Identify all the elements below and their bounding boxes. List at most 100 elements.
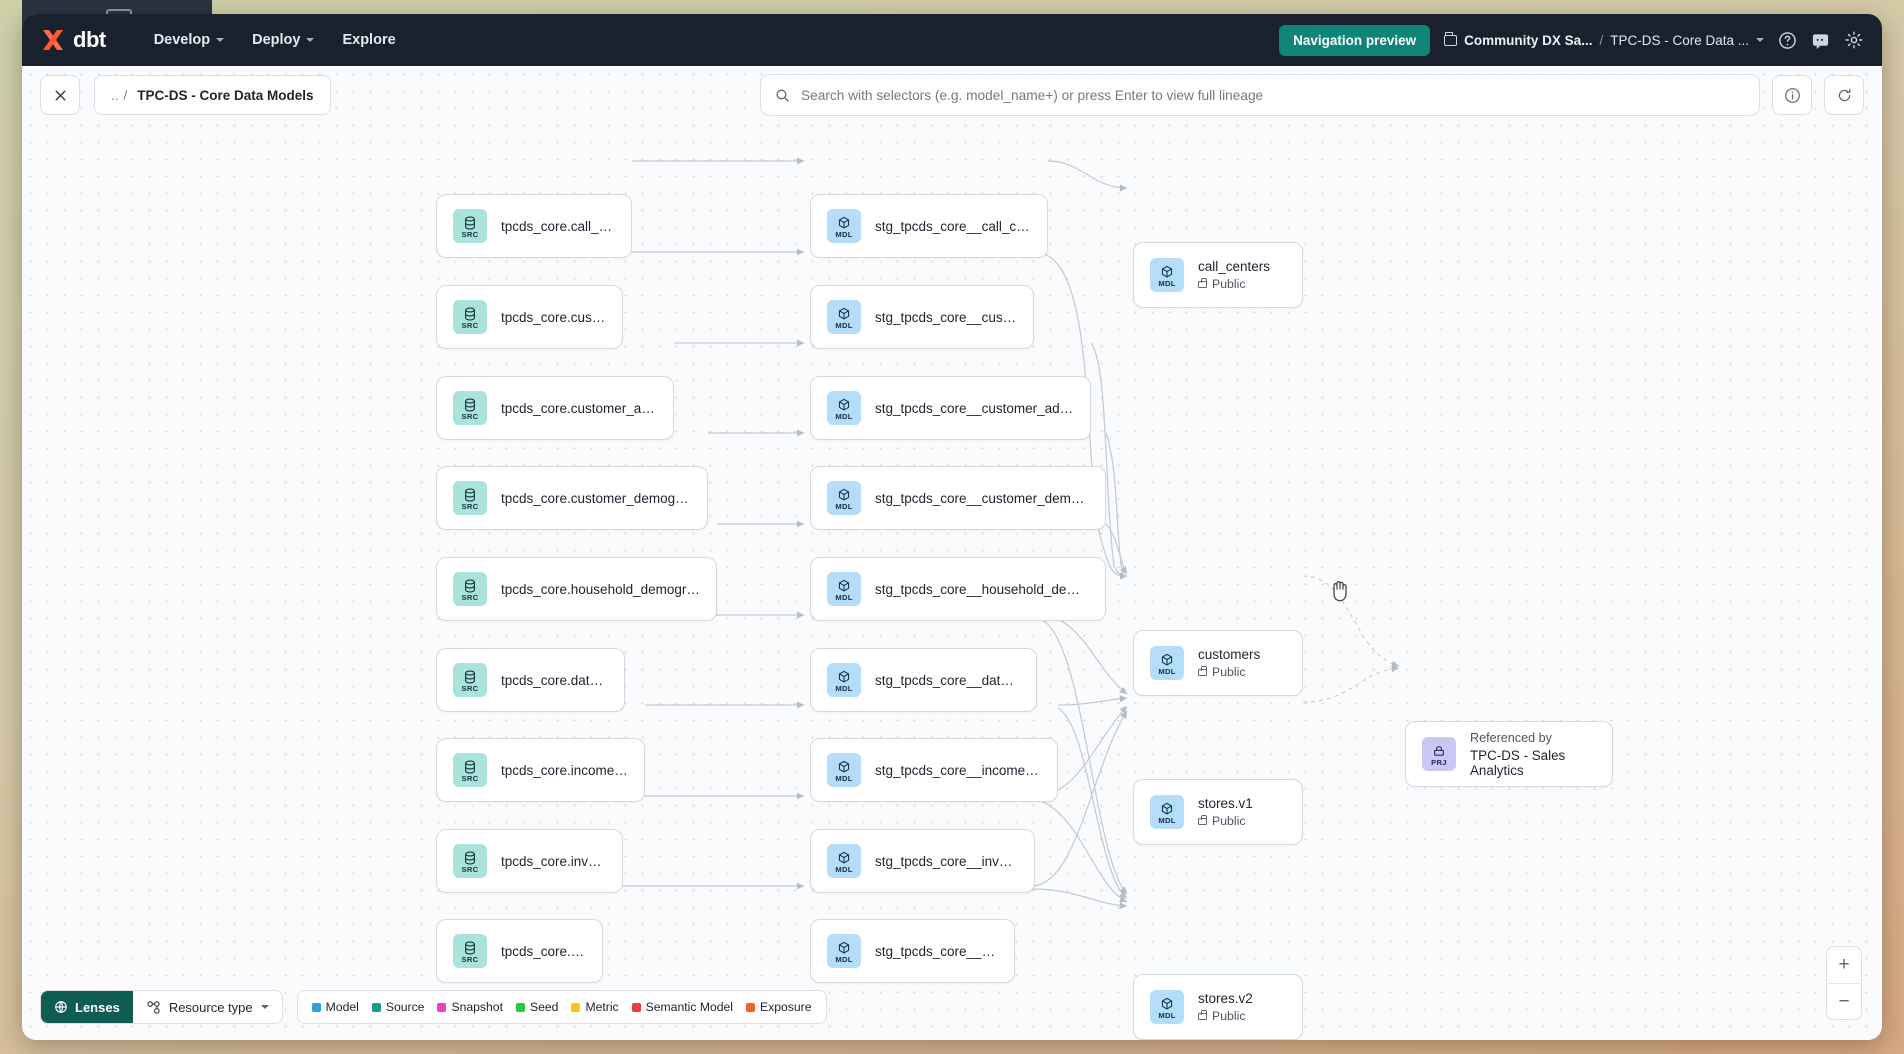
lenses-button[interactable]: Lenses (41, 991, 133, 1023)
lineage-node-mart[interactable]: MDL call_centers Public (1133, 242, 1303, 308)
refresh-icon (1838, 88, 1850, 101)
lineage-node-mart[interactable]: MDL stores.v1 Public (1133, 779, 1303, 845)
node-text: stores.v1 Public (1198, 796, 1253, 828)
lineage-node-source[interactable]: SRC tpcds_core.inventory (436, 829, 623, 893)
nav-item-deploy[interactable]: Deploy (238, 14, 328, 66)
lineage-node-source[interactable]: SRC tpcds_core.customer (436, 285, 623, 349)
dbt-logo[interactable]: dbt (40, 27, 106, 53)
model-tag: MDL (1158, 278, 1176, 288)
legend-label-metric: Metric (585, 1000, 619, 1014)
resource-type-dropdown[interactable]: Resource type (132, 991, 282, 1023)
legend-item-snapshot: Snapshot (437, 1000, 503, 1014)
breadcrumb-project[interactable]: TPC-DS - Core Data ... (1610, 32, 1749, 48)
lineage-node-project[interactable]: PRJ Referenced by TPC-DS - Sales Analyti… (1405, 721, 1613, 787)
node-text: tpcds_core.customer_demographics (501, 491, 691, 506)
model-tag: MDL (1158, 815, 1176, 825)
chevron-down-icon (306, 38, 315, 42)
lineage-breadcrumb-chip[interactable]: .. / TPC-DS - Core Data Models (94, 75, 331, 115)
breadcrumb-account[interactable]: Community DX Sa... (1464, 32, 1593, 48)
node-text: Referenced by TPC-DS - Sales Analytics (1470, 731, 1596, 778)
node-label: customers (1198, 647, 1261, 662)
source-icon: SRC (453, 934, 487, 968)
source-tag: SRC (461, 864, 479, 874)
model-icon: MDL (827, 391, 861, 425)
lineage-node-source[interactable]: SRC tpcds_core.call_center (436, 194, 632, 258)
node-label: stg_tpcds_core__income_band (875, 762, 1041, 778)
model-icon: MDL (1150, 795, 1184, 829)
legend-swatch-model (311, 1002, 321, 1012)
lineage-node-source[interactable]: SRC tpcds_core.store (436, 919, 603, 983)
model-icon: MDL (827, 481, 861, 515)
source-tag: SRC (461, 773, 479, 783)
lineage-canvas[interactable]: SRC tpcds_core.call_center SRC tpcds_cor… (22, 66, 1882, 1040)
dbt-app-window: dbt Develop Deploy Explore Navigation pr… (22, 14, 1882, 1040)
lineage-node-model[interactable]: MDL stg_tpcds_core__customer (810, 285, 1034, 349)
access-label: Public (1212, 814, 1246, 828)
source-icon: SRC (453, 663, 487, 697)
legend-label-snapshot: Snapshot (451, 1000, 503, 1014)
help-icon[interactable] (1778, 31, 1797, 50)
feedback-icon[interactable] (1811, 31, 1830, 50)
nav-item-develop[interactable]: Develop (140, 14, 238, 66)
legend-item-seed: Seed (515, 1000, 558, 1014)
model-tag: MDL (1158, 666, 1176, 676)
nav-item-explore[interactable]: Explore (328, 14, 409, 66)
chevron-down-icon (216, 38, 225, 42)
lineage-node-source[interactable]: SRC tpcds_core.customer_address (436, 376, 674, 440)
node-label: tpcds_core.date_dim (501, 672, 608, 688)
search-input[interactable] (801, 87, 1745, 103)
close-lineage-button[interactable] (40, 75, 80, 115)
lineage-node-source[interactable]: SRC tpcds_core.customer_demographics (436, 466, 708, 530)
lineage-node-model[interactable]: MDL stg_tpcds_core__customer_demogra... (810, 466, 1106, 530)
refresh-button[interactable] (1824, 75, 1864, 115)
lineage-node-mart[interactable]: MDL stores.v2 Public (1133, 974, 1303, 1040)
model-tag: MDL (835, 773, 853, 783)
zoom-in-button[interactable]: + (1838, 954, 1850, 975)
node-text: call_centers Public (1198, 259, 1270, 291)
model-icon: MDL (827, 209, 861, 243)
lineage-info-button[interactable] (1772, 75, 1812, 115)
lineage-node-mart[interactable]: MDL customers Public (1133, 630, 1303, 696)
model-icon: MDL (827, 844, 861, 878)
lineage-node-source[interactable]: SRC tpcds_core.income_band (436, 738, 645, 802)
source-tag: SRC (461, 683, 479, 693)
lineage-node-model[interactable]: MDL stg_tpcds_core__customer_address (810, 376, 1091, 440)
lineage-node-source[interactable]: SRC tpcds_core.date_dim (436, 648, 625, 712)
legend-swatch-seed (515, 1002, 525, 1012)
legend-swatch-exposure (746, 1002, 756, 1012)
lineage-node-model[interactable]: MDL stg_tpcds_core__inventory (810, 829, 1035, 893)
model-icon: MDL (1150, 990, 1184, 1024)
navigation-preview-button[interactable]: Navigation preview (1279, 24, 1431, 56)
lineage-node-model[interactable]: MDL stg_tpcds_core__household_demogr... (810, 557, 1106, 621)
node-text: stg_tpcds_core__income_band (875, 763, 1041, 778)
chevron-down-icon[interactable] (1756, 38, 1764, 42)
lineage-node-model[interactable]: MDL stg_tpcds_core__income_band (810, 738, 1058, 802)
model-icon: MDL (827, 572, 861, 606)
lineage-node-model[interactable]: MDL stg_tpcds_core__date_dim (810, 648, 1037, 712)
search-box[interactable] (760, 74, 1760, 116)
lenses-icon (55, 1001, 67, 1013)
lenses-group: Lenses Resource type (40, 990, 283, 1024)
folder-icon (1444, 32, 1458, 46)
node-text: tpcds_core.customer (501, 310, 606, 325)
chevron-down-icon (260, 1005, 269, 1009)
lock-icon (1198, 277, 1207, 288)
zoom-out-button[interactable]: − (1827, 983, 1861, 1019)
node-label: stores.v1 (1198, 796, 1253, 811)
source-icon: SRC (453, 209, 487, 243)
access-badge: Public (1198, 665, 1260, 679)
model-tag: MDL (835, 954, 853, 964)
settings-gear-icon[interactable] (1844, 30, 1864, 50)
project-name: TPC-DS - Sales Analytics (1470, 747, 1566, 778)
lineage-node-model[interactable]: MDL stg_tpcds_core__call_center (810, 194, 1048, 258)
header-breadcrumb: Community DX Sa... / TPC-DS - Core Data … (1444, 32, 1764, 48)
node-label: stg_tpcds_core__household_demogr... (875, 581, 1089, 597)
breadcrumb-dots: .. (111, 87, 119, 103)
bottom-toolbar: Lenses Resource type Model (40, 990, 827, 1024)
lineage-node-model[interactable]: MDL stg_tpcds_core__store (810, 919, 1015, 983)
model-icon: MDL (1150, 258, 1184, 292)
lineage-node-source[interactable]: SRC tpcds_core.household_demographics (436, 557, 717, 621)
node-label: tpcds_core.income_band (501, 762, 628, 778)
model-tag: MDL (835, 411, 853, 421)
